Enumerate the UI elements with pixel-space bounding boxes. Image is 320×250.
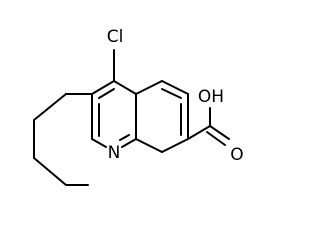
bond	[113, 80, 137, 95]
chlorine-atom-label: Cl	[107, 27, 124, 47]
benzene-ring	[135, 80, 189, 153]
bond	[121, 138, 137, 148]
bond	[135, 138, 163, 153]
bond	[135, 80, 163, 95]
bond	[161, 138, 189, 153]
bond	[33, 93, 67, 121]
pyridine-ring	[91, 80, 137, 148]
carbonyl-bond	[209, 125, 230, 140]
bond	[33, 157, 67, 186]
double-bond-line	[119, 134, 130, 141]
saturated-ring	[33, 93, 93, 186]
nitrogen-atom-label: N	[108, 143, 121, 163]
bond	[91, 80, 115, 95]
carbonyl-bond-second-line	[206, 131, 226, 146]
bond	[91, 138, 107, 148]
bond	[187, 125, 211, 140]
double-bond-line	[98, 88, 115, 99]
molecule-structure-diagram: Cl N OH O	[33, 27, 244, 186]
carbonyl-oxygen-label: O	[230, 145, 243, 165]
hydroxyl-label: OH	[198, 87, 224, 107]
bond	[161, 80, 189, 95]
carboxyl-group	[187, 107, 230, 146]
double-bond-line	[161, 88, 182, 99]
